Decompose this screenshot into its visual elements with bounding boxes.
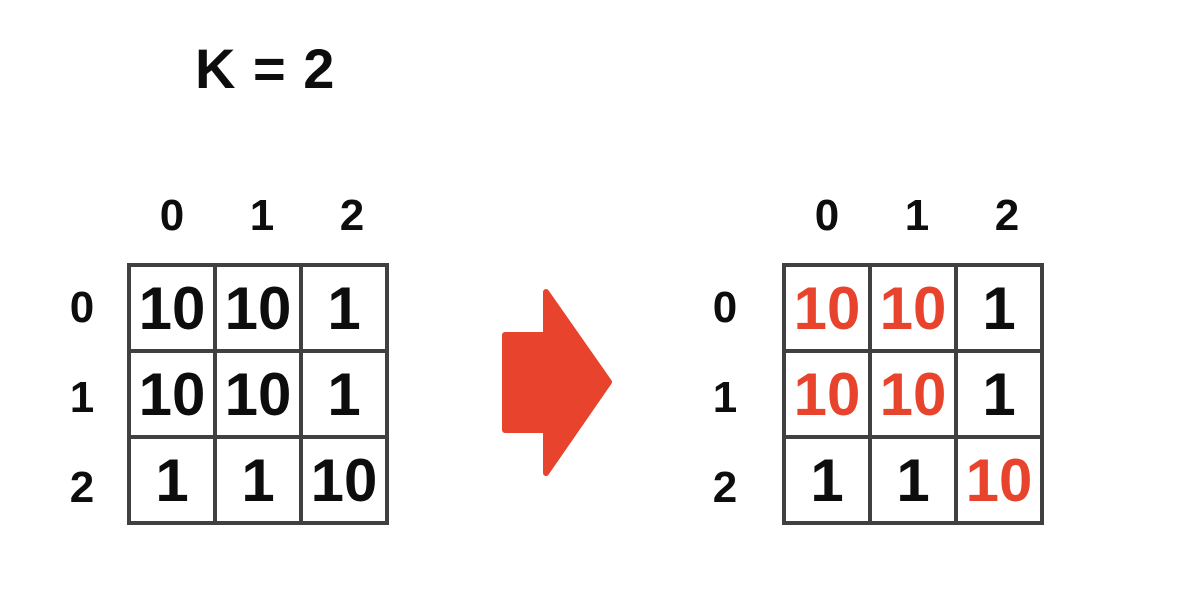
left-matrix-col-label-2: 2 bbox=[339, 191, 365, 240]
matrix-cell-2-1: 1 bbox=[213, 435, 303, 525]
matrix-cell-0-2: 1 bbox=[299, 263, 389, 353]
matrix-cell-0-0: 10 bbox=[782, 263, 872, 353]
right-matrix-col-label-0: 0 bbox=[814, 191, 840, 240]
right-matrix-row-label-1: 1 bbox=[712, 373, 738, 422]
matrix-row: 10 10 1 bbox=[782, 263, 1044, 353]
left-matrix-row-label-2: 2 bbox=[69, 463, 95, 512]
left-matrix-row-label-1: 1 bbox=[69, 373, 95, 422]
matrix-cell-0-0: 10 bbox=[127, 263, 217, 353]
right-matrix-col-label-1: 1 bbox=[904, 191, 930, 240]
matrix-cell-0-1: 10 bbox=[868, 263, 958, 353]
right-matrix-col-label-2: 2 bbox=[994, 191, 1020, 240]
matrix-row: 10 10 1 bbox=[782, 349, 1044, 439]
matrix-cell-2-2: 10 bbox=[299, 435, 389, 525]
matrix-cell-1-2: 1 bbox=[299, 349, 389, 439]
right-matrix-row-label-0: 0 bbox=[712, 283, 738, 332]
matrix-cell-2-0: 1 bbox=[127, 435, 217, 525]
matrix-cell-1-0: 10 bbox=[782, 349, 872, 439]
matrix-cell-0-2: 1 bbox=[954, 263, 1044, 353]
matrix-cell-1-1: 10 bbox=[868, 349, 958, 439]
matrix-cell-1-1: 10 bbox=[213, 349, 303, 439]
transform-arrow bbox=[500, 285, 615, 480]
left-matrix: 10 10 1 10 10 1 1 1 10 bbox=[127, 263, 389, 525]
matrix-cell-2-0: 1 bbox=[782, 435, 872, 525]
matrix-row: 10 10 1 bbox=[127, 263, 389, 353]
right-block-arrow-icon bbox=[502, 289, 612, 476]
matrix-cell-1-0: 10 bbox=[127, 349, 217, 439]
matrix-cell-2-2: 10 bbox=[954, 435, 1044, 525]
right-matrix: 10 10 1 10 10 1 1 1 10 bbox=[782, 263, 1044, 525]
right-matrix-row-label-2: 2 bbox=[712, 463, 738, 512]
matrix-cell-0-1: 10 bbox=[213, 263, 303, 353]
left-matrix-row-label-0: 0 bbox=[69, 283, 95, 332]
matrix-cell-2-1: 1 bbox=[868, 435, 958, 525]
left-matrix-col-label-1: 1 bbox=[249, 191, 275, 240]
left-matrix-col-label-0: 0 bbox=[159, 191, 185, 240]
matrix-row: 1 1 10 bbox=[782, 435, 1044, 525]
page-title: K = 2 bbox=[195, 36, 336, 100]
matrix-row: 1 1 10 bbox=[127, 435, 389, 525]
matrix-cell-1-2: 1 bbox=[954, 349, 1044, 439]
matrix-row: 10 10 1 bbox=[127, 349, 389, 439]
